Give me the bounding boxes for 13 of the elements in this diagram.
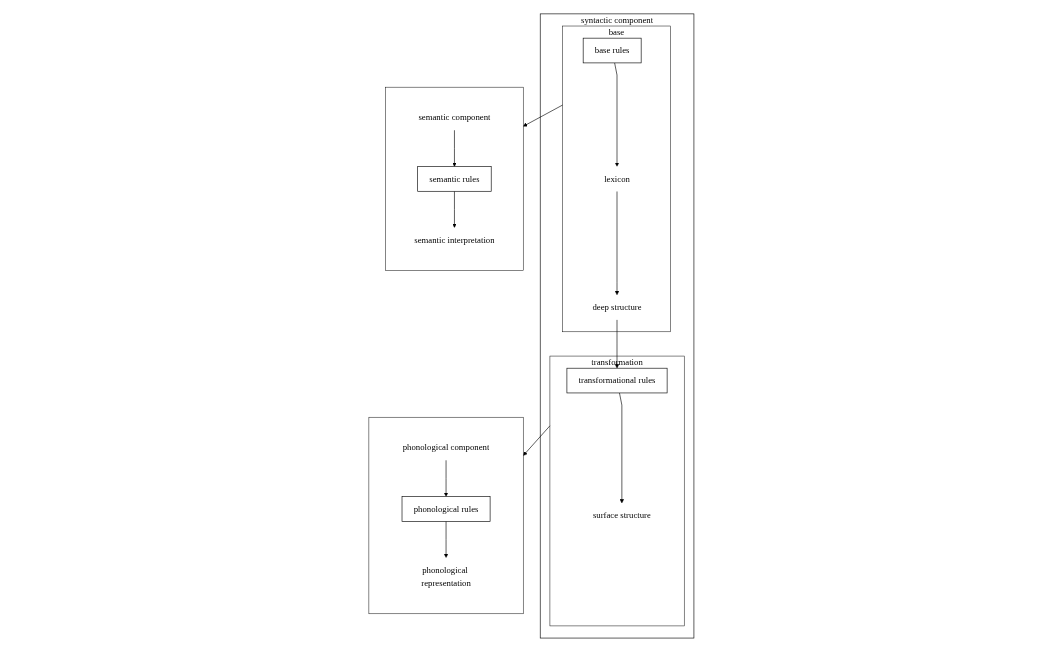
cluster: [368, 417, 524, 615]
cluster: [385, 86, 524, 271]
node-text: lexicon: [604, 173, 630, 184]
node-text: phonological representation: [421, 565, 471, 588]
node-box: phonological rules: [401, 496, 491, 522]
node-box: base rules: [582, 37, 642, 64]
node-text: semantic component: [418, 112, 491, 123]
node-box: semantic rules: [417, 166, 492, 192]
node-box: transformational rules: [566, 367, 668, 394]
node-text: phonological component: [402, 442, 490, 453]
node-text: deep structure: [592, 302, 642, 312]
node-text: surface structure: [592, 510, 651, 521]
node-text: semantic interpretation: [414, 235, 495, 245]
